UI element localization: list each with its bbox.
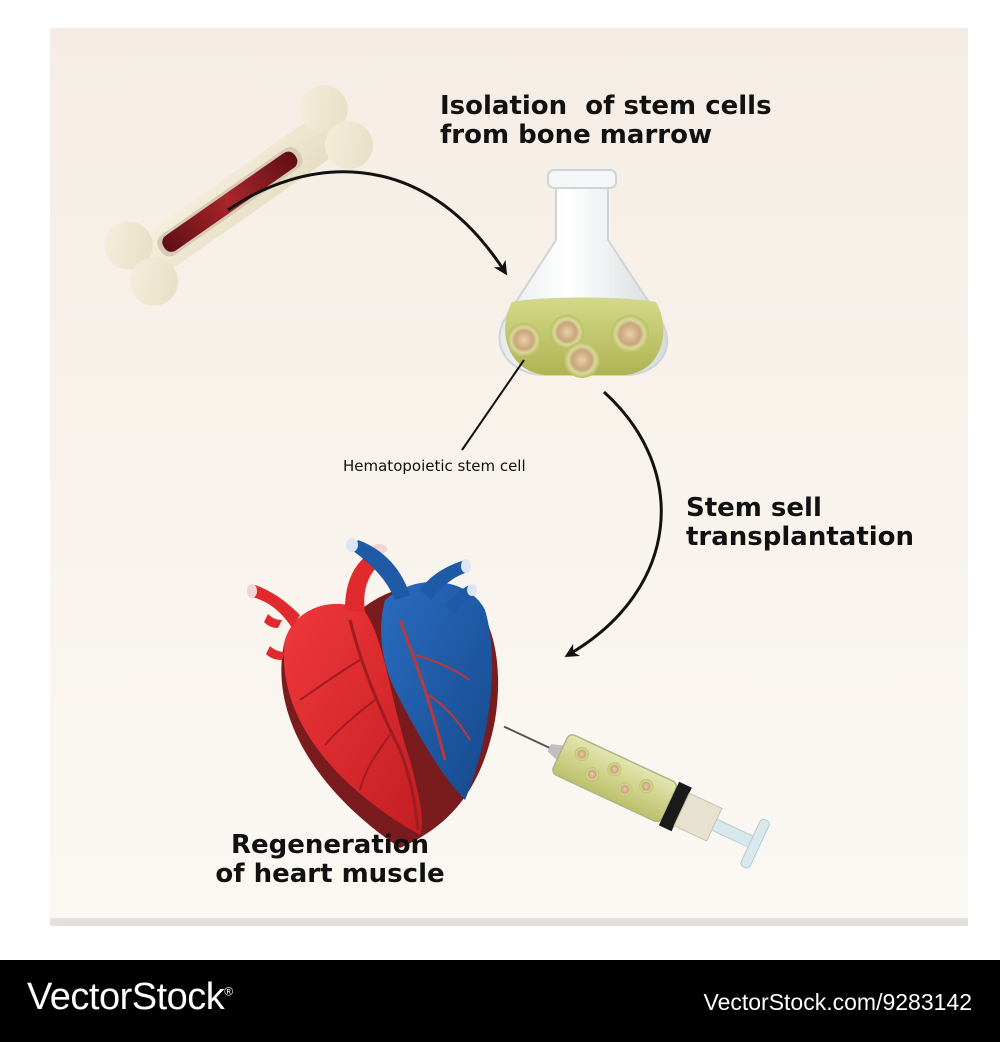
stem-cell (639, 779, 654, 794)
diagram-canvas (50, 28, 968, 926)
brand-logo: VectorStock® (27, 976, 233, 1019)
paper-shadow (50, 918, 968, 926)
isolation-label: Isolation of stem cells from bone marrow (440, 92, 780, 149)
stem-cell (574, 747, 589, 762)
heart-icon (247, 538, 499, 848)
regeneration-label: Regeneration of heart muscle (210, 831, 450, 888)
isolation-line-2: from bone marrow (440, 119, 712, 150)
hsc-label: Hematopoietic stem cell (343, 457, 526, 475)
brand-mark: ® (224, 984, 233, 999)
stem-cell (611, 315, 649, 353)
footer-bar: VectorStock® VectorStock.com/9283142 (0, 960, 1000, 1042)
transplant-line-2: transplantation (686, 521, 915, 552)
regen-line-1: Regeneration (230, 830, 430, 860)
stem-cell (507, 323, 541, 357)
stem-cell (585, 767, 600, 782)
hsc-pointer-line (461, 359, 525, 451)
syringe-icon (503, 725, 770, 869)
stem-cell (607, 762, 622, 777)
brand-url[interactable]: VectorStock.com/9283142 (703, 989, 973, 1015)
transplant-line-1: Stem sell (686, 493, 822, 523)
regen-line-2: of heart muscle (215, 858, 445, 889)
brand-name: VectorStock (27, 976, 225, 1018)
isolation-line-1: Isolation of stem cells (440, 91, 772, 121)
stem-cell (550, 315, 584, 349)
transplant-label: Stem sell transplantation (686, 494, 946, 551)
arrow-flask-to-heart (564, 390, 663, 658)
flask-icon (498, 169, 669, 378)
stem-cell (564, 342, 600, 378)
stem-cell (617, 782, 632, 797)
bone-icon (104, 85, 373, 306)
paper-sheet (50, 28, 968, 918)
arrow-bone-to-flask (227, 170, 508, 276)
